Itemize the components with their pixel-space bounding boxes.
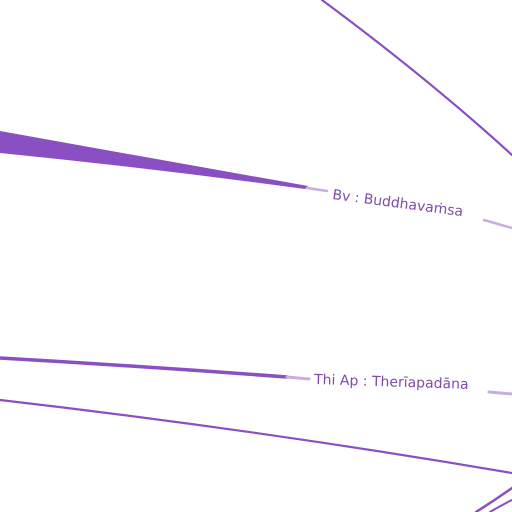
node-label-bv: Bv : Buddhavaṁsa: [331, 187, 464, 220]
edge-top-right: [320, 0, 512, 157]
edge-bv-connector-right: [482, 218, 512, 230]
edge-bottom-right-a: [474, 486, 512, 512]
edge-bottom-right-b: [489, 499, 512, 512]
edge-thiap-incoming: [0, 356, 289, 379]
edge-bv-incoming: [0, 131, 308, 189]
edge-bv-connector-left: [305, 186, 329, 193]
edge-lower-long: [0, 398, 512, 475]
edge-thiap-connector-right: [487, 390, 512, 396]
node-label-thiap: Thi Ap : Therīapadāna: [313, 372, 469, 393]
edge-thiap-connector-left: [285, 375, 311, 381]
